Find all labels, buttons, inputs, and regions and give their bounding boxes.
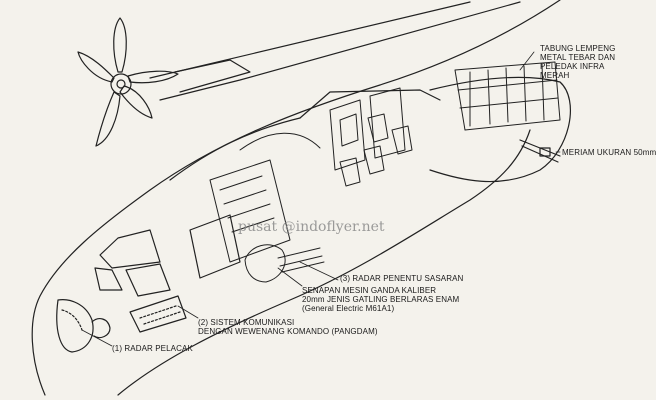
label-senapan-line1: SENAPAN MESIN GANDA KALIBER	[302, 286, 437, 295]
label-senapan: SENAPAN MESIN GANDA KALIBER 20mm JENIS G…	[302, 286, 459, 313]
aircraft-cutaway-illustration	[31, 0, 571, 396]
dispenser-bay	[454, 61, 561, 131]
label-tabung-line1: TABUNG LEMPENG	[540, 44, 616, 53]
label-sistem-line1: (2) SISTEM KOMUNIKASI	[198, 318, 295, 327]
label-radar-penentu: (3) RADAR PENENTU SASARAN	[340, 274, 464, 283]
leader-lines	[81, 51, 561, 347]
interior	[209, 87, 413, 283]
label-sistem: (2) SISTEM KOMUNIKASI DENGAN WEWENANG KO…	[198, 318, 378, 336]
watermark: pusat @indoflyer.net	[238, 219, 385, 235]
label-meriam: MERIAM UKURAN 50mm	[562, 148, 656, 157]
propeller	[77, 17, 179, 147]
label-tabung-line2: METAL TEBAR DAN	[540, 53, 616, 62]
cannon	[519, 139, 561, 163]
label-tabung-line4: MERAH	[540, 71, 570, 80]
fuselage	[31, 0, 571, 396]
label-senapan-line3: (General Electric M61A1)	[302, 304, 395, 313]
diagram-stage: pusat @indoflyer.net TABUNG LEMPENG META…	[31, 0, 656, 396]
label-senapan-line2: 20mm JENIS GATLING BERLARAS ENAM	[302, 295, 460, 304]
label-tabung-line3: PELEDAK INFRA	[540, 62, 605, 71]
label-radar-pelacak: (1) RADAR PELACAK	[112, 344, 193, 353]
wing	[149, 1, 521, 101]
label-tabung: TABUNG LEMPENG METAL TEBAR DAN PELEDAK I…	[540, 44, 616, 80]
label-sistem-line2: DENGAN WEWENANG KOMANDO (PANGDAM)	[198, 327, 378, 336]
